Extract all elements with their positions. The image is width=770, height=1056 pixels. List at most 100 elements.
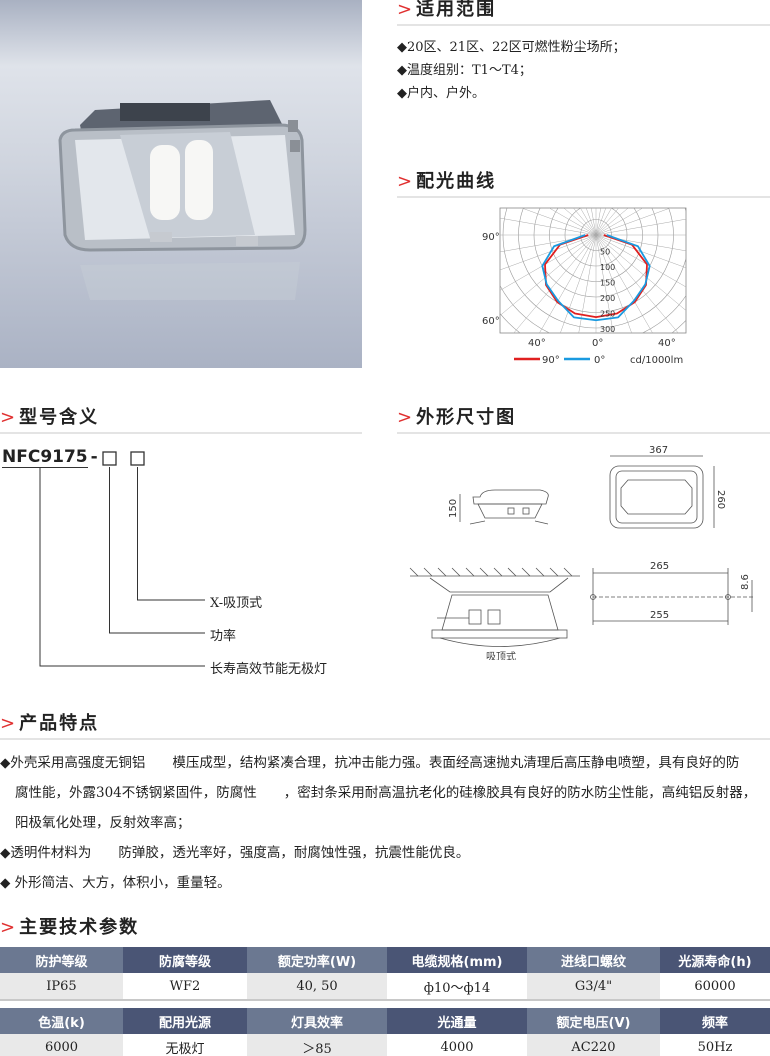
- leader-line: [137, 467, 205, 601]
- leader-line: [39, 468, 205, 667]
- grid-spoke: [548, 208, 597, 236]
- header-cell: 进线口螺纹: [527, 947, 660, 973]
- radial-tick-label: 200: [600, 294, 615, 303]
- value-cell: WF2: [123, 973, 247, 1001]
- grid-spoke: [595, 234, 614, 333]
- leader-line: [109, 467, 205, 634]
- model-label-type: 长寿高效节能无极灯: [210, 662, 328, 677]
- table-row: IP65 WF2 40, 50 ф10～ф14 G3/4" 60000: [0, 973, 770, 1001]
- side-view: [459, 489, 549, 525]
- scope-item: ◆温度组别：T1～T4；: [397, 63, 532, 78]
- value-cell: ＞85: [247, 1034, 387, 1056]
- radial-tick-label: 300: [600, 325, 615, 334]
- title-text: 适用范围: [416, 0, 497, 20]
- marker: >: [397, 171, 415, 192]
- header-cell: 频率: [660, 1008, 770, 1034]
- option-box-power: [102, 451, 117, 466]
- angle-label: 40°: [658, 338, 676, 349]
- model-label-mount: X-吸顶式: [210, 596, 263, 611]
- value-cell: 6000: [0, 1034, 123, 1056]
- value-cell: AC220: [527, 1034, 660, 1056]
- grid-spoke: [595, 208, 644, 236]
- section-title-features: >产品特点: [0, 714, 770, 740]
- dim-width: 367: [649, 445, 668, 456]
- dim-inner-spacing: 255: [650, 610, 669, 621]
- value-cell: 50Hz: [660, 1034, 770, 1056]
- legend-label: 90°: [542, 355, 560, 366]
- mount-label: 吸顶式: [486, 650, 516, 660]
- feature-line: ◆透明件材料为 防弹胶，透光率好，强度高，耐腐蚀性强，抗震性能优良。: [0, 845, 470, 861]
- header-cell: 防腐等级: [123, 947, 247, 973]
- radial-tick-label: 150: [600, 279, 615, 288]
- radial-tick-label: 250: [600, 310, 615, 319]
- radial-tick-label: 50: [600, 248, 610, 257]
- value-cell: G3/4": [527, 973, 660, 1001]
- header-cell: 色温(k): [0, 1008, 123, 1034]
- angle-label: 90°: [482, 232, 500, 243]
- model-diagram-lines: [39, 451, 205, 667]
- title-text: 产品特点: [19, 713, 100, 734]
- unit-label: cd/1000lm: [630, 355, 683, 366]
- feature-line: ◆外壳采用高强度无铜铝 模压成型，结构紧凑合理，抗冲击能力强。表面经高速抛丸清理…: [0, 755, 740, 771]
- value-cell: IP65: [0, 973, 123, 1001]
- header-cell: 光通量: [387, 1008, 527, 1034]
- angle-label: 60°: [482, 316, 500, 327]
- header-cell: 额定功率(W): [247, 947, 387, 973]
- marker: >: [0, 407, 18, 428]
- dim-hole: 8.6: [740, 574, 751, 590]
- grid-spoke: [595, 234, 653, 333]
- table-header-row: 色温(k) 配用光源 灯具效率 光通量 额定电压(V) 频率: [0, 1008, 770, 1034]
- radial-tick-label: 100: [600, 263, 615, 272]
- feature-line: 阳极氧化处理，反射效率高；: [15, 815, 191, 831]
- value-cell: 60000: [660, 973, 770, 1001]
- dimension-drawing: 150 367 260 吸顶式: [409, 445, 755, 660]
- title-text: 主要技术参数: [19, 917, 140, 938]
- section-title-dimensions: >外形尺寸图: [397, 408, 770, 434]
- grid-spoke: [595, 208, 671, 236]
- header-cell: 配用光源: [123, 1008, 247, 1034]
- grid-spoke: [500, 234, 597, 291]
- grid-spoke: [595, 218, 686, 236]
- scope-item: ◆户内、户外。: [397, 86, 485, 101]
- section-title-light-curve: >配光曲线: [397, 172, 770, 198]
- feature-line: 腐性能，外露304不锈钢紧固件，防腐性 ，密封条采用耐高温抗老化的硅橡胶具有良好…: [15, 785, 757, 801]
- option-box-mount: [130, 451, 145, 466]
- grid-spoke: [595, 234, 686, 252]
- marker: >: [0, 917, 18, 938]
- marker: >: [397, 0, 415, 20]
- top-view: [609, 455, 715, 529]
- model-dash: -: [90, 447, 98, 467]
- model-code: NFC9175-: [2, 447, 98, 468]
- table-header-row: 防护等级 防腐等级 额定功率(W) 电缆规格(mm) 进线口螺纹 光源寿命(h): [0, 947, 770, 973]
- feature-line: ◆ 外形简洁、大方，体积小，重量轻。: [0, 875, 231, 891]
- grid-spoke: [513, 234, 597, 333]
- title-text: 型号含义: [19, 407, 100, 428]
- angle-label: 0°: [592, 338, 603, 349]
- grid-spoke: [500, 217, 597, 236]
- header-cell: 光源寿命(h): [660, 947, 770, 973]
- product-photo: [0, 0, 362, 368]
- grid-spoke: [595, 234, 679, 333]
- grid-spoke: [595, 234, 686, 311]
- grid-spoke: [560, 234, 597, 333]
- grid-spoke: [500, 234, 597, 271]
- dim-outer-spacing: 265: [650, 561, 669, 572]
- header-cell: 防护等级: [0, 947, 123, 973]
- scope-item: ◆20区、21区、22区可燃性粉尘场所；: [397, 40, 626, 55]
- spec-table-1: 防护等级 防腐等级 额定功率(W) 电缆规格(mm) 进线口螺纹 光源寿命(h)…: [0, 947, 770, 1001]
- header-cell: 灯具效率: [247, 1008, 387, 1034]
- model-label-power: 功率: [210, 629, 237, 644]
- dim-depth: 260: [715, 490, 726, 509]
- angle-label: 40°: [528, 338, 546, 349]
- grid-spoke: [521, 208, 597, 236]
- value-cell: 4000: [387, 1034, 527, 1056]
- legend-label: 0°: [594, 355, 605, 366]
- grid-spoke: [500, 234, 597, 253]
- series-curve-0deg: [541, 234, 651, 322]
- section-title-scope: >适用范围: [397, 0, 770, 26]
- grid-spoke: [595, 234, 686, 288]
- section-title-model: >型号含义: [0, 408, 362, 434]
- polar-light-distribution-chart: 50 100 150 200 250 300 90° 60° 40° 0° 40° 90°…: [482, 207, 687, 366]
- ceiling-mount-view: [409, 567, 580, 647]
